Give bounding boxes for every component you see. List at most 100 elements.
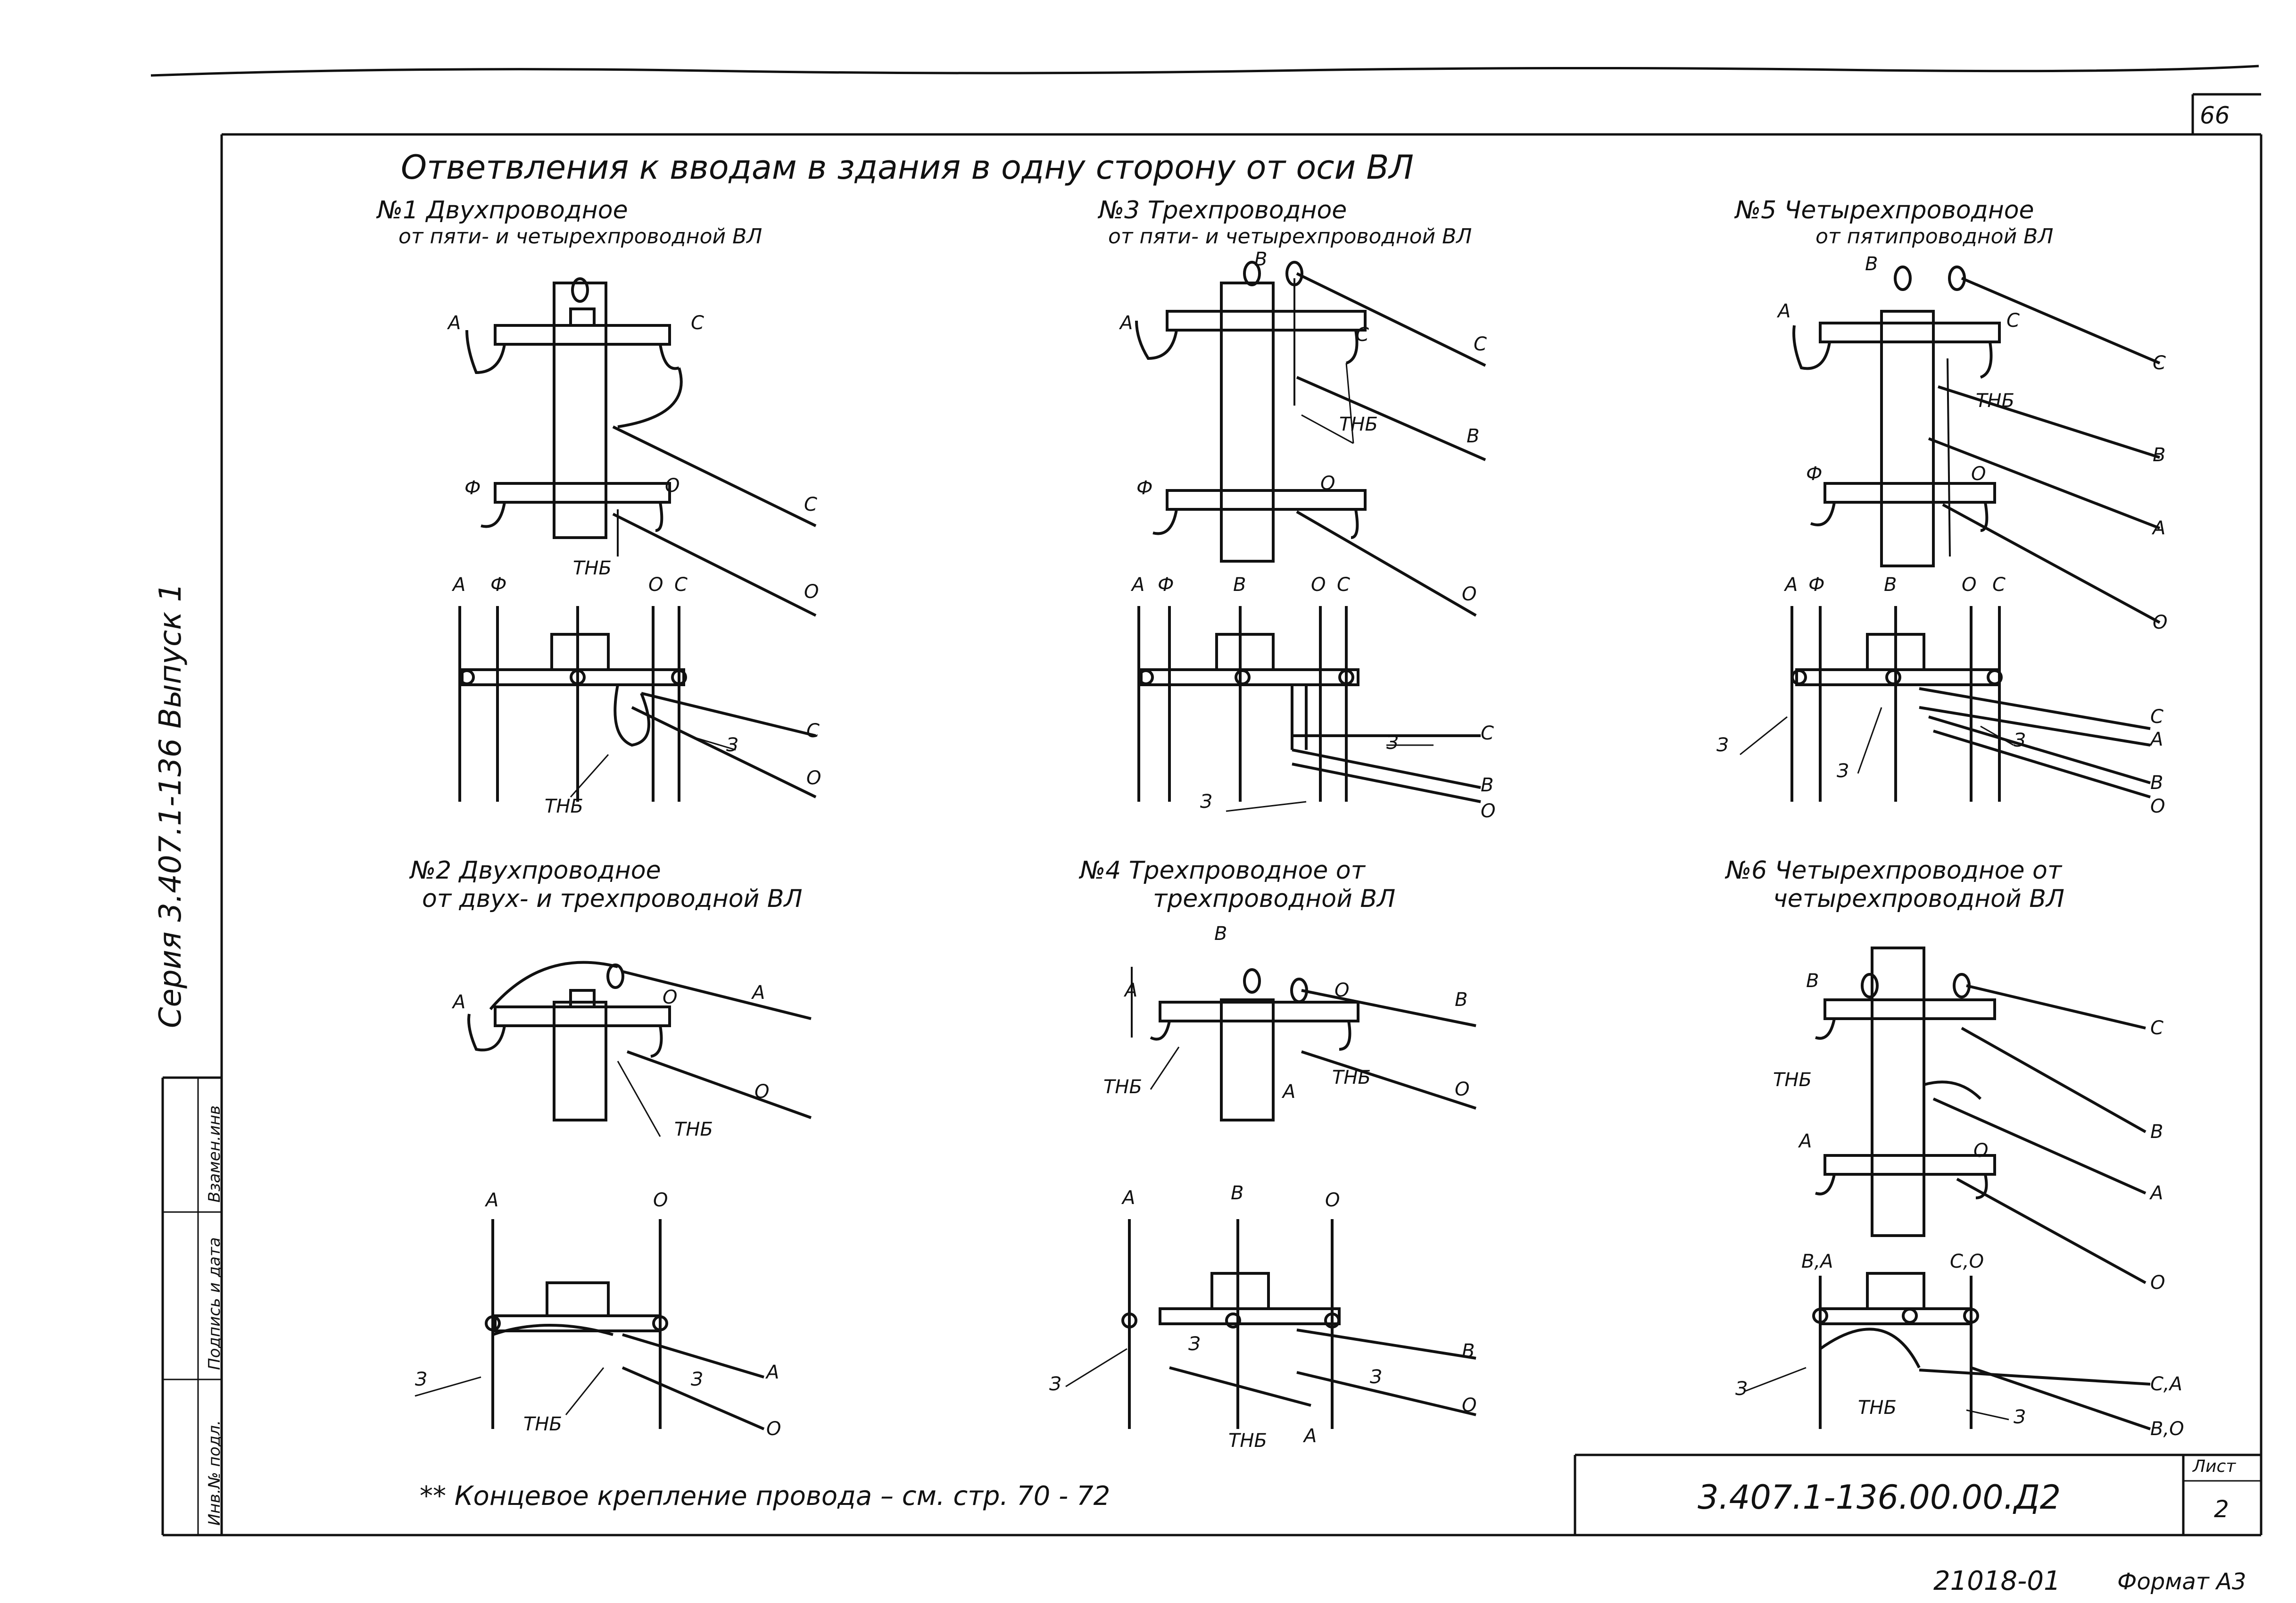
- panel-3-plan: [1137, 606, 1481, 812]
- p5-plan-c: С: [1992, 574, 2006, 596]
- panel-2-caption: №2 Двухпроводное: [410, 856, 661, 885]
- panel-5-elevation: [1792, 266, 2161, 624]
- p3-plan-end-o: О: [1481, 800, 1496, 822]
- p5-end-b: В: [2153, 444, 2166, 466]
- p5-plan-b: В: [1884, 574, 1897, 596]
- p4-plan-a2: А: [1304, 1425, 1317, 1447]
- p6-plan-co: С,О: [1950, 1251, 1984, 1272]
- panel-4-elevation: [1131, 967, 1476, 1121]
- p3-plan-c: С: [1337, 574, 1350, 596]
- p3-label-o: О: [1320, 473, 1335, 494]
- p4-label-o: О: [1334, 980, 1350, 1001]
- p5-plan-z1: З: [1716, 734, 1729, 756]
- p6-plan-end-ca: С,А: [2150, 1373, 2183, 1395]
- p1-plan-tnb: ТНБ: [545, 796, 583, 817]
- p5-label-c: С: [2006, 310, 2020, 332]
- p6-plan-ba: В,А: [1801, 1251, 1833, 1272]
- p5-label-a: А: [1778, 300, 1791, 322]
- stamp-column-inv: Инв.№ подл.: [205, 1420, 224, 1526]
- p4-label-a: А: [1125, 980, 1138, 1001]
- page-title: Ответвления к вводам в здания в одну сто…: [401, 148, 1414, 187]
- p6-end-b: В: [2150, 1121, 2163, 1143]
- stamp-column-signature: Подпись и дата: [205, 1237, 224, 1370]
- p4-label-tnb1: ТНБ: [1103, 1076, 1142, 1098]
- p3-plan-z1: З: [1386, 732, 1399, 754]
- p1-label-o: О: [665, 475, 680, 497]
- p3-end-c: С: [1474, 333, 1487, 355]
- p6-end-o: О: [2150, 1272, 2165, 1294]
- p6-end-a: А: [2150, 1182, 2163, 1204]
- panel-1-subtitle: от пяти- и четырехпроводной ВЛ: [398, 224, 763, 249]
- p1-end-c: С: [804, 494, 817, 515]
- panel-5-plan: [1740, 606, 2151, 802]
- panel-6-elevation: [1815, 947, 2147, 1284]
- p3-label-f: Ф: [1136, 477, 1153, 499]
- p4-plan-a: А: [1122, 1187, 1136, 1209]
- panel-2-plan: [414, 1219, 765, 1430]
- p5-label-f: Ф: [1806, 463, 1823, 485]
- p3-plan-z2: З: [1200, 791, 1212, 813]
- p5-end-c: С: [2153, 352, 2166, 374]
- p1-plan-end-c: С: [806, 720, 820, 742]
- p2-plan-a: А: [486, 1189, 499, 1211]
- p1-plan-end-o: О: [806, 767, 821, 789]
- p6-label-tnb: ТНБ: [1773, 1069, 1812, 1091]
- p5-plan-z2: З: [1837, 760, 1849, 782]
- p5-label-tnb: ТНБ: [1976, 390, 2014, 412]
- p3-label-c: С: [1356, 324, 1369, 346]
- footnote: ** Концевое крепление провода – см. стр.…: [420, 1481, 1111, 1512]
- p1-label-c: С: [691, 312, 704, 334]
- p5-plan-z3: З: [2014, 730, 2026, 751]
- series-side-label: Серия 3.407.1-136 Выпуск 1: [153, 582, 188, 1028]
- p2-plan-o: О: [653, 1189, 668, 1211]
- p2-label-o: О: [663, 987, 678, 1008]
- p5-plan-end-a: А: [2150, 729, 2163, 750]
- p2-plan-z2: З: [691, 1369, 703, 1390]
- p1-end-o: О: [804, 581, 819, 603]
- panel-4-plan: [1065, 1219, 1476, 1429]
- p4-label-tnb2: ТНБ: [1332, 1067, 1371, 1088]
- panel-6-plan: [1744, 1272, 2151, 1430]
- p4-plan-z2: З: [1188, 1333, 1201, 1355]
- p5-plan-end-c: С: [2150, 706, 2163, 728]
- p3-plan-end-c: С: [1481, 723, 1494, 744]
- page-number: 66: [2200, 102, 2230, 129]
- p6-label-o: О: [1973, 1140, 1989, 1162]
- p4-plan-b: В: [1231, 1182, 1244, 1204]
- panel-3-elevation: [1135, 261, 1486, 617]
- p1-plan-z: З: [726, 734, 738, 756]
- sheet-frame: [150, 65, 2263, 1537]
- p4-end-o: О: [1455, 1079, 1470, 1100]
- panel-1-plan: [458, 606, 817, 802]
- p1-label-f: Ф: [464, 477, 481, 499]
- p2-plan-end-o: О: [766, 1418, 781, 1440]
- p2-end-a: А: [752, 982, 765, 1004]
- p5-label-o: О: [1971, 463, 1986, 485]
- panel-3-caption: №3 Трехпроводное: [1099, 196, 1347, 224]
- panel-4-caption: №4 Трехпроводное от: [1080, 856, 1365, 885]
- p4-plan-z1: З: [1049, 1373, 1061, 1395]
- p3-plan-b: В: [1233, 574, 1246, 596]
- p2-label-tnb: ТНБ: [674, 1119, 713, 1140]
- p2-plan-end-a: А: [766, 1362, 779, 1383]
- p3-end-b: В: [1467, 425, 1480, 447]
- p6-end-c: С: [2150, 1017, 2163, 1039]
- panel-3-subtitle: от пяти- и четырехпроводной ВЛ: [1108, 224, 1472, 249]
- p3-plan-f: Ф: [1158, 574, 1174, 596]
- p3-plan-a: А: [1132, 574, 1145, 596]
- p1-plan-o: О: [648, 574, 663, 596]
- p3-label-tnb: ТНБ: [1339, 414, 1378, 435]
- p2-plan-tnb: ТНБ: [523, 1413, 562, 1435]
- p4-plan-end-b: В: [1462, 1340, 1475, 1362]
- p1-label-tnb: ТНБ: [573, 557, 612, 579]
- p3-label-b: В: [1254, 249, 1268, 270]
- format-label: Формат А3: [2117, 1569, 2246, 1595]
- panel-2-elevation: [467, 961, 812, 1137]
- panel-1-elevation: [465, 277, 817, 617]
- p1-plan-c: С: [674, 574, 688, 596]
- sheet-number: 2: [2214, 1495, 2229, 1523]
- p4-plan-end-o: О: [1462, 1395, 1477, 1416]
- p3-end-o: О: [1462, 583, 1477, 605]
- p2-plan-z1: З: [415, 1369, 427, 1390]
